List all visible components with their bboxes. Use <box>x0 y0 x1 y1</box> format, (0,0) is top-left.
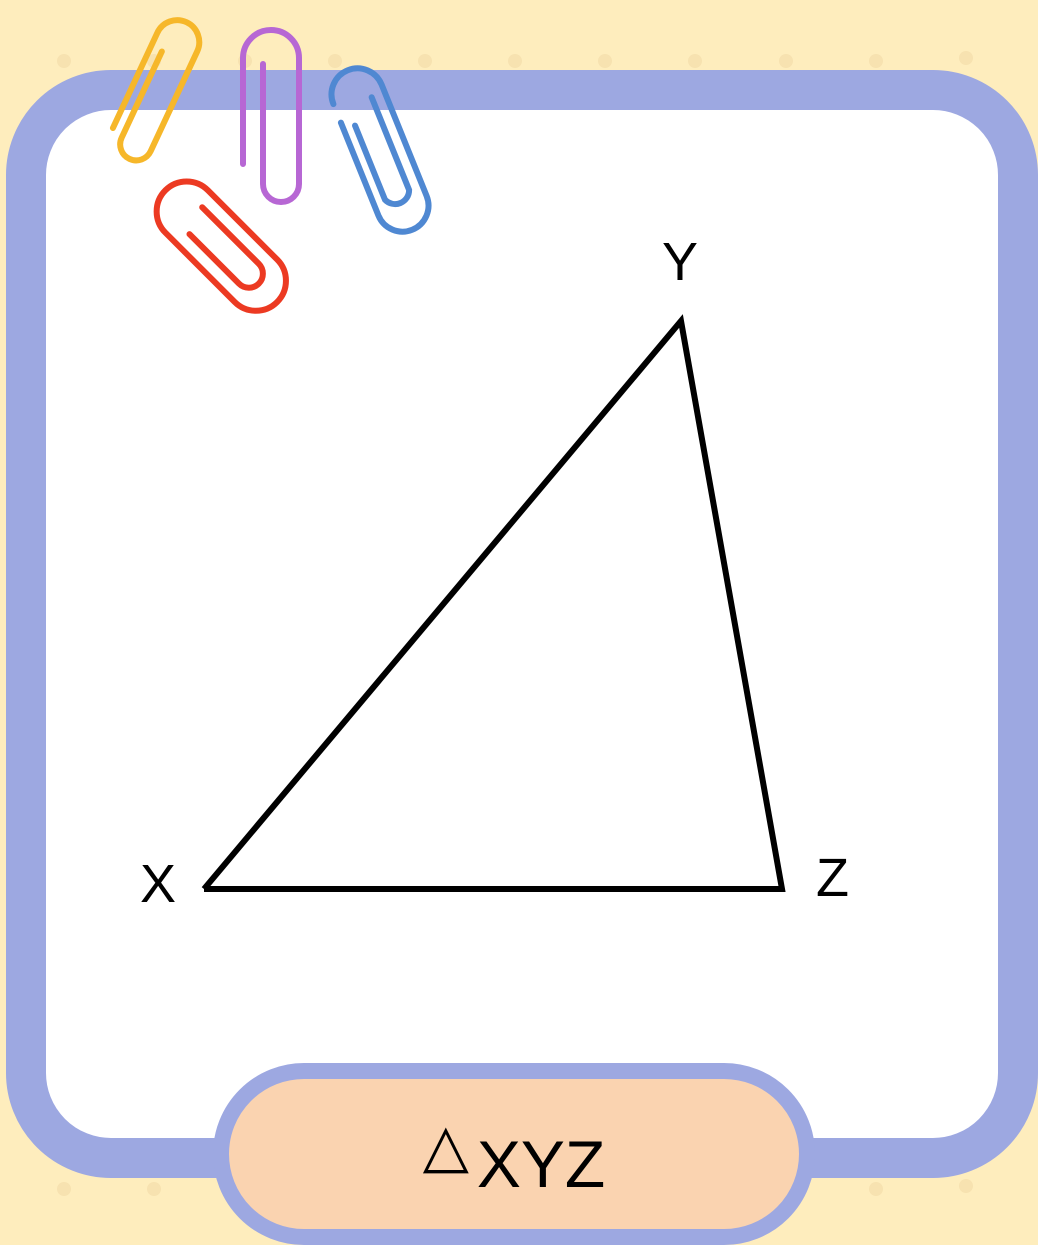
yellow-paperclip-icon <box>109 17 203 164</box>
triangle-symbol: △ <box>422 1112 469 1179</box>
vertex-label-z: Z <box>816 848 849 908</box>
triangle-xyz <box>201 314 786 892</box>
blue-paperclip-icon <box>328 65 432 235</box>
red-paperclip-icon <box>153 178 289 314</box>
caption: △ XYZ <box>229 1079 799 1229</box>
purple-paperclip-icon <box>240 27 302 205</box>
caption-pill: △ XYZ <box>213 1063 815 1245</box>
vertex-label-y: Y <box>662 232 699 292</box>
vertex-label-x: X <box>140 854 177 914</box>
card-frame <box>6 70 1038 1178</box>
caption-text: XYZ <box>476 1127 606 1201</box>
